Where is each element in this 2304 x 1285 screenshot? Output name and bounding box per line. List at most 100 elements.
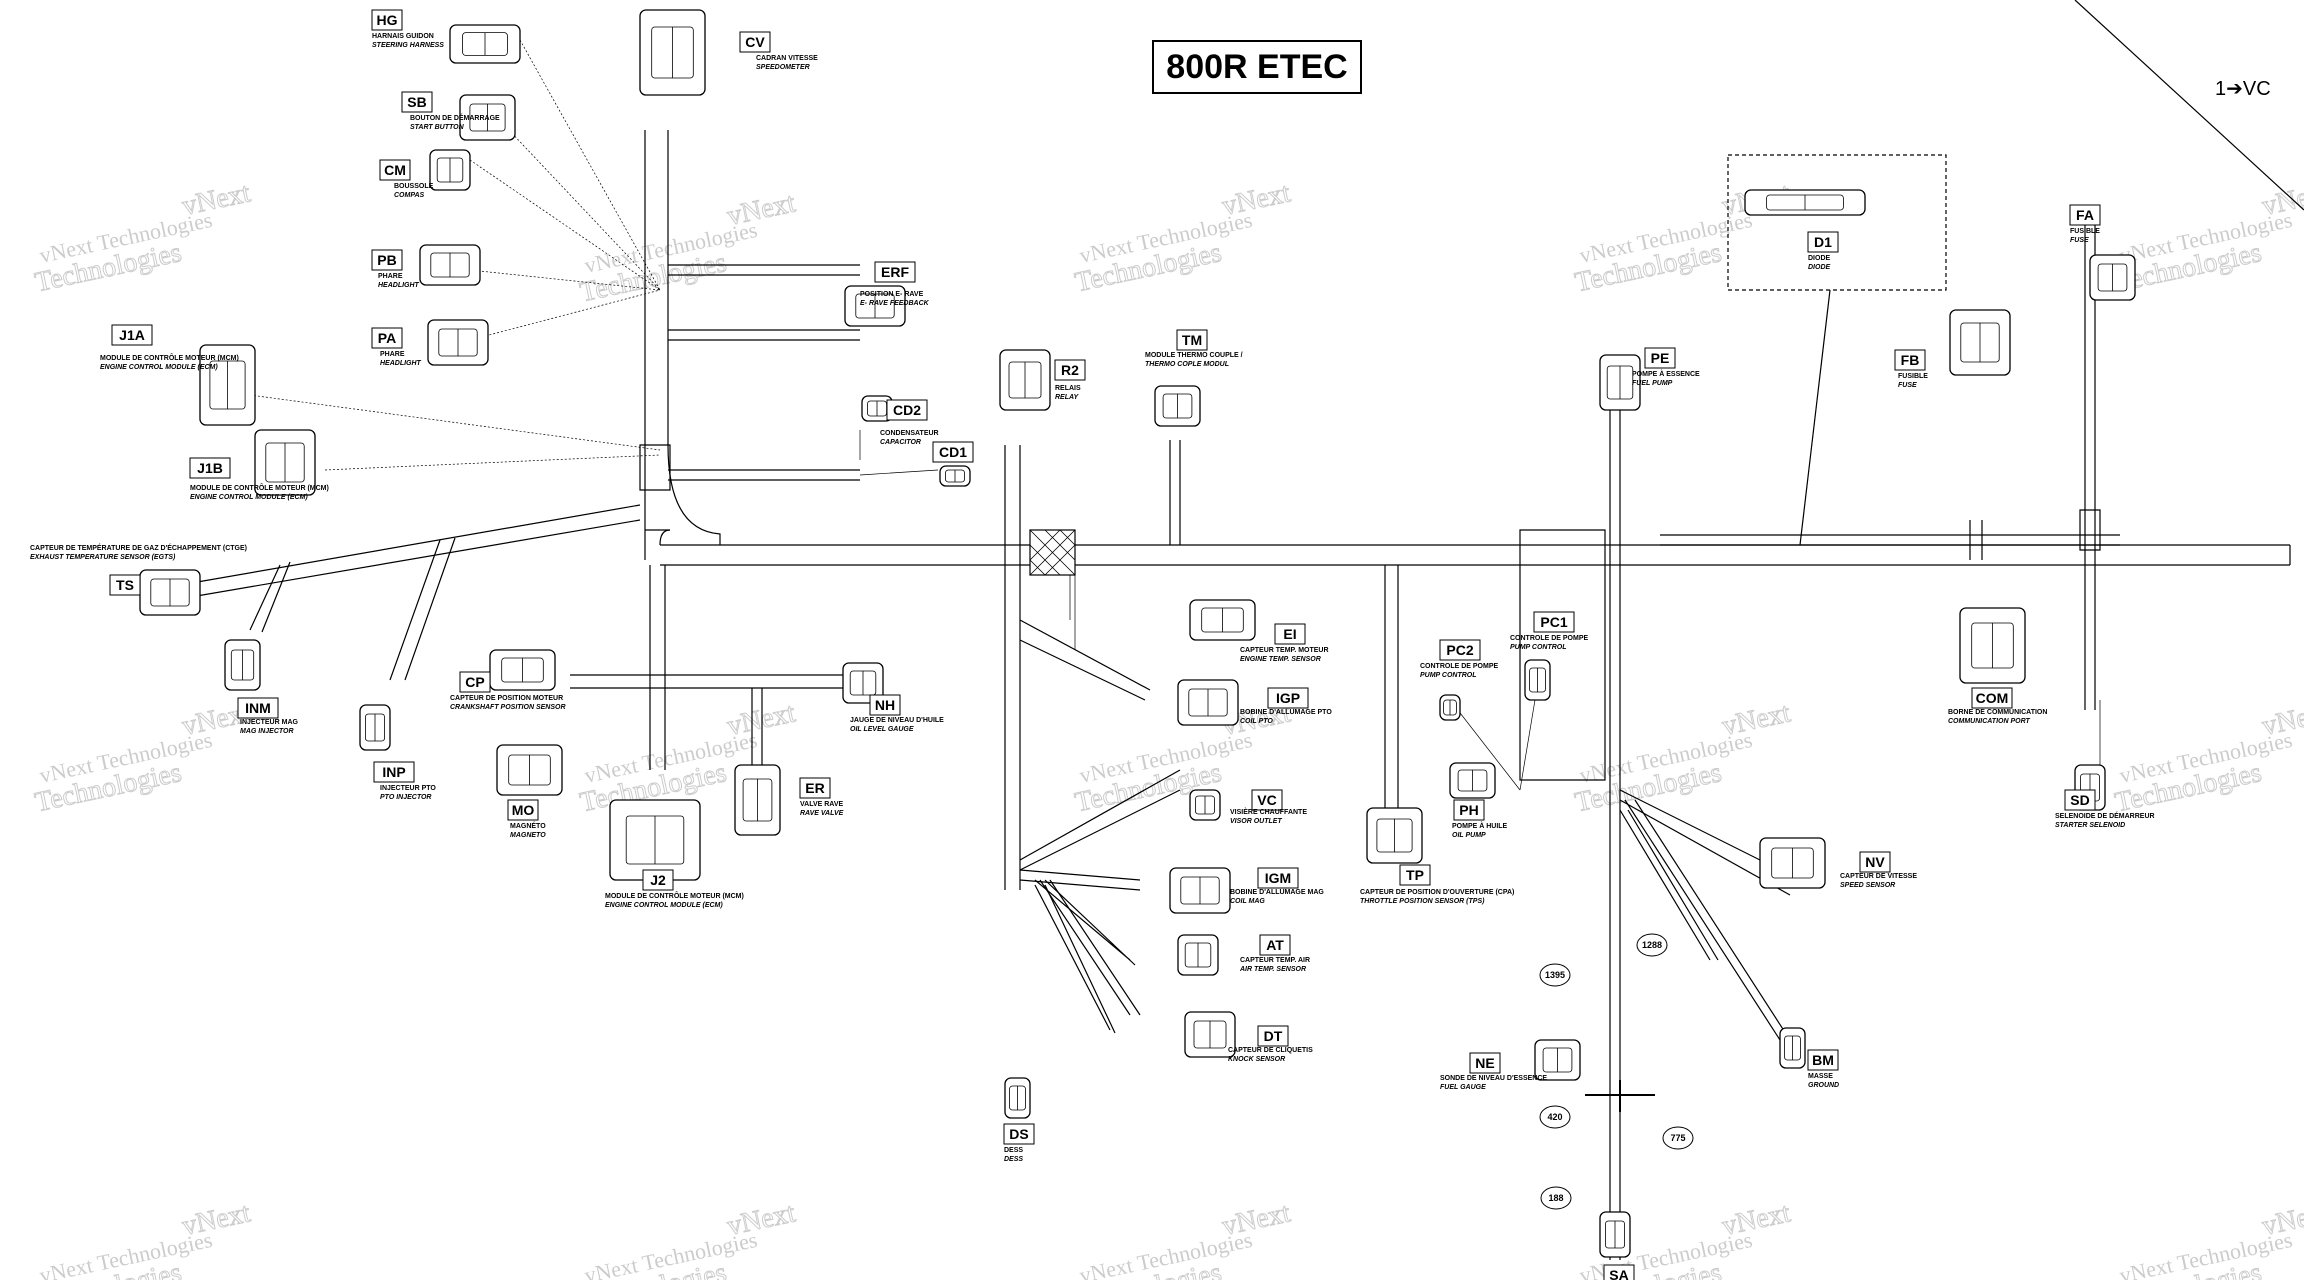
connector-label-en: THROTTLE POSITION SENSOR (TPS) bbox=[1360, 898, 1485, 905]
connector-code: PC1 bbox=[1540, 614, 1567, 630]
connector-code: BM bbox=[1812, 1052, 1834, 1068]
connector-label-fr: VISIÈRE CHAUFFANTE bbox=[1230, 807, 1307, 816]
connector-label-fr: POMPE À HUILE bbox=[1452, 821, 1508, 830]
connector-code: NH bbox=[875, 697, 895, 713]
connector-label-en: MAGNETO bbox=[510, 832, 546, 839]
connector-tp bbox=[1366, 807, 1423, 864]
svg-text:vNext: vNext bbox=[2260, 1197, 2304, 1242]
connector-label-fr: RELAIS bbox=[1055, 385, 1081, 392]
connector-erf bbox=[844, 285, 906, 327]
connector-label-fr: MODULE DE CONTRÔLE MOTEUR (MCM) bbox=[190, 483, 329, 492]
connector-label-fr: CAPTEUR TEMP. AIR bbox=[1240, 957, 1310, 964]
connector-label-en: PUMP CONTROL bbox=[1510, 644, 1567, 651]
connector-label-en: AIR TEMP. SENSOR bbox=[1239, 966, 1306, 973]
connector-label-fr: FUSIBLE bbox=[1898, 373, 1928, 380]
dimension-188: 188 bbox=[1540, 1186, 1572, 1210]
connector-label-fr: BOUSSOLE bbox=[394, 183, 434, 190]
connector-label-en: PUMP CONTROL bbox=[1420, 672, 1477, 679]
connector-label-fr: CONTROLE DE POMPE bbox=[1420, 663, 1499, 670]
svg-text:vNext: vNext bbox=[1720, 697, 1794, 742]
connector-code: DS bbox=[1009, 1126, 1028, 1142]
svg-text:vNext: vNext bbox=[180, 177, 254, 222]
connector-code: ER bbox=[805, 780, 824, 796]
connector-label-en: SPEEDOMETER bbox=[756, 64, 810, 71]
connector-label-fr: DESS bbox=[1004, 1147, 1023, 1154]
connector-code: NE bbox=[1475, 1055, 1494, 1071]
connector-label-fr: MODULE DE CONTRÔLE MOTEUR (MCM) bbox=[605, 891, 744, 900]
connector-code: VC bbox=[1257, 792, 1276, 808]
connector-label-fr: PHARE bbox=[380, 351, 405, 358]
connector-r2 bbox=[999, 349, 1051, 411]
connector-label-fr: CAPTEUR DE TEMPÉRATURE DE GAZ D'ÉCHAPPEM… bbox=[30, 543, 247, 552]
harness-wires bbox=[179, 0, 2304, 1260]
connector-label-en: ENGINE TEMP. SENSOR bbox=[1240, 656, 1321, 663]
svg-text:vNext: vNext bbox=[1220, 177, 1294, 222]
connector-code: PC2 bbox=[1446, 642, 1473, 658]
connector-ds bbox=[1004, 1077, 1031, 1119]
connector-label-en: MAG INJECTOR bbox=[240, 728, 294, 735]
connector-code: TP bbox=[1406, 867, 1424, 883]
connector-code: PB bbox=[377, 252, 396, 268]
connector-label-en: FUSE bbox=[2070, 237, 2089, 244]
connector-com bbox=[1959, 607, 2026, 684]
connector-label-fr: CONTROLE DE POMPE bbox=[1510, 635, 1589, 642]
connector-d1 bbox=[1744, 189, 1866, 216]
connector-label-fr: CAPTEUR DE POSITION MOTEUR bbox=[450, 695, 563, 702]
connector-label-en: COIL MAG bbox=[1230, 898, 1265, 905]
connector-label-fr: SONDE DE NIVEAU D'ESSENCE bbox=[1440, 1075, 1547, 1082]
connector-code: FA bbox=[2076, 207, 2094, 223]
connector-label-fr: POSITION E- RAVE bbox=[860, 291, 924, 298]
svg-text:vNext: vNext bbox=[725, 697, 799, 742]
connector-label-fr: INJECTEUR PTO bbox=[380, 785, 436, 792]
connector-label-en: ENGINE CONTROL MODULE (ECM) bbox=[190, 494, 308, 501]
connector-code: PH bbox=[1459, 802, 1478, 818]
connector-label-en: COMPAS bbox=[394, 192, 425, 199]
connector-label-fr: POMPE À ESSENCE bbox=[1632, 369, 1700, 378]
svg-text:vNext: vNext bbox=[2260, 177, 2304, 222]
connector-label-fr: INJECTEUR MAG bbox=[240, 719, 299, 726]
dimension-1288: 1288 bbox=[1636, 933, 1668, 957]
connector-label-en: E- RAVE FEEDBACK bbox=[860, 300, 930, 307]
connector-label-en: THERMO COPLE MODUL bbox=[1145, 361, 1229, 368]
connector-code: PA bbox=[378, 330, 396, 346]
connector-code: HG bbox=[377, 12, 398, 28]
connector-er bbox=[734, 764, 781, 836]
connector-label-fr: VALVE RAVE bbox=[800, 801, 844, 808]
connector-label-en: OIL LEVEL GAUGE bbox=[850, 726, 914, 733]
dimension-value: 775 bbox=[1670, 1133, 1685, 1143]
connector-pe bbox=[1599, 354, 1641, 411]
label-sa: SA bbox=[1603, 1264, 1635, 1285]
connector-label-fr: BORNE DE COMMUNICATION bbox=[1948, 709, 2047, 716]
connector-hg bbox=[449, 24, 521, 64]
connector-label-en: START BUTTON bbox=[410, 124, 465, 131]
